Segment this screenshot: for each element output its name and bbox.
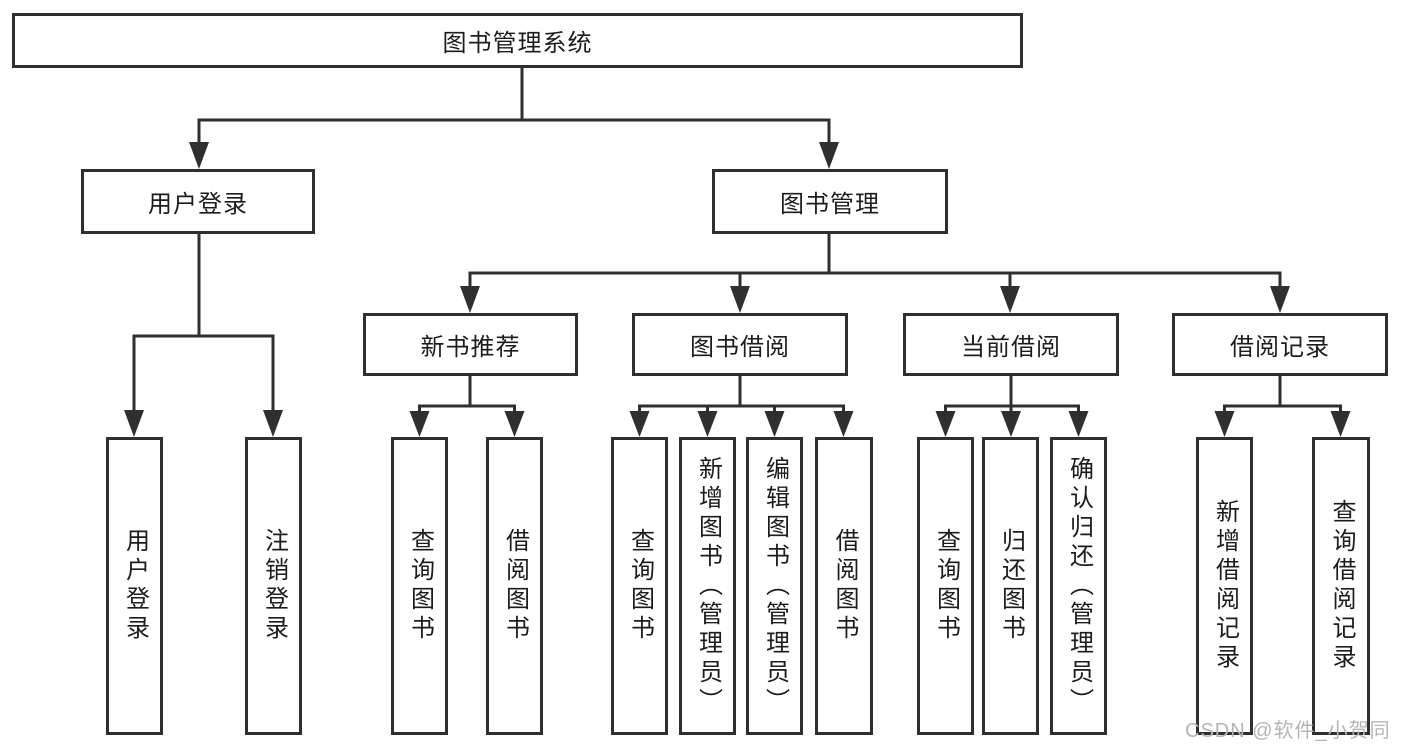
leaf-add-borrow-record-label: 新增借阅记录 <box>1211 499 1239 673</box>
leaf-query-books-current: 查询图书 <box>917 437 974 735</box>
leaf-borrow-books-recommend-label: 借阅图书 <box>501 528 529 644</box>
leaf-add-books-admin: 新增图书（管理员） <box>679 437 736 735</box>
node-book-management: 图书管理 <box>712 169 948 234</box>
node-borrowing-records-label: 借阅记录 <box>1230 334 1330 361</box>
node-current-borrowing-label: 当前借阅 <box>961 334 1061 361</box>
leaf-borrow-books-recommend: 借阅图书 <box>486 437 543 735</box>
leaf-confirm-return-admin-label: 确认归还（管理员） <box>1065 455 1093 717</box>
node-new-book-recommendation: 新书推荐 <box>363 313 578 376</box>
leaf-query-books-borrow-label: 查询图书 <box>626 528 654 644</box>
leaf-logout-label: 注销登录 <box>260 528 288 644</box>
leaf-return-books-label: 归还图书 <box>997 528 1025 644</box>
leaf-confirm-return-admin: 确认归还（管理员） <box>1050 437 1107 735</box>
leaf-borrow-books: 借阅图书 <box>815 437 873 735</box>
leaf-query-books-recommend: 查询图书 <box>391 437 448 735</box>
leaf-return-books: 归还图书 <box>982 437 1039 735</box>
leaf-query-books-borrow: 查询图书 <box>611 437 668 735</box>
arrowheads <box>124 142 1351 437</box>
node-user-login: 用户登录 <box>81 169 315 234</box>
node-book-borrowing: 图书借阅 <box>632 313 848 376</box>
node-current-borrowing: 当前借阅 <box>903 313 1119 376</box>
leaf-user-login-label: 用户登录 <box>121 528 149 644</box>
csdn-watermark: CSDN @软件_小贺同学 <box>1185 720 1391 742</box>
node-new-book-recommendation-label: 新书推荐 <box>420 334 521 361</box>
leaf-add-books-admin-label: 新增图书（管理员） <box>694 455 722 717</box>
leaf-query-books-recommend-label: 查询图书 <box>406 528 434 644</box>
node-borrowing-records: 借阅记录 <box>1172 313 1388 376</box>
leaf-edit-books-admin: 编辑图书（管理员） <box>746 437 803 735</box>
node-book-borrowing-label: 图书借阅 <box>690 334 790 361</box>
root-node: 图书管理系统 <box>12 13 1023 68</box>
node-user-login-label: 用户登录 <box>148 191 248 218</box>
leaf-query-borrow-record: 查询借阅记录 <box>1312 437 1370 735</box>
leaf-borrow-books-label: 借阅图书 <box>831 528 858 644</box>
leaf-user-login: 用户登录 <box>106 437 163 735</box>
leaf-logout: 注销登录 <box>245 437 302 735</box>
root-node-label: 图书管理系统 <box>442 30 593 57</box>
leaf-edit-books-admin-label: 编辑图书（管理员） <box>761 455 789 717</box>
leaf-add-borrow-record: 新增借阅记录 <box>1196 437 1253 735</box>
leaf-query-books-current-label: 查询图书 <box>932 528 960 644</box>
node-book-management-label: 图书管理 <box>780 191 880 218</box>
leaf-query-borrow-record-label: 查询借阅记录 <box>1328 499 1355 673</box>
